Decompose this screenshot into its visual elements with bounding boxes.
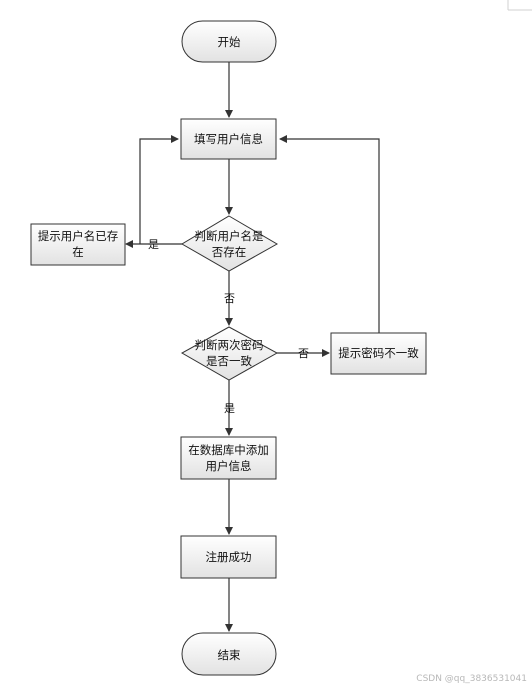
end-label: 结束 [218, 648, 241, 662]
edge-pwd-mismatch-back [279, 135, 380, 333]
username-exists-label-line1: 提示用户名已存 [38, 229, 119, 243]
edge-label-name-no: 否 [224, 292, 235, 305]
fill-info-box: 填写用户信息 [180, 118, 277, 160]
edge-label-name-yes: 是 [148, 238, 159, 251]
username-exists-label-line2: 在 [72, 245, 84, 259]
add-to-database-label-line2: 用户信息 [206, 459, 252, 473]
check-password-decision: 判断两次密码 是否一致 [180, 326, 279, 381]
check-password-label-line1: 判断两次密码 [195, 338, 264, 352]
edge-label-pwd-yes: 是 [224, 402, 235, 415]
add-to-database-box: 在数据库中添加 用户信息 [180, 436, 277, 480]
start-label: 开始 [218, 35, 241, 49]
start-terminal: 开始 [181, 20, 277, 63]
check-username-label-line2: 否存在 [212, 245, 247, 259]
watermark: CSDN @qq_3836531041 [416, 674, 527, 684]
edge-name-exists-back [139, 135, 179, 244]
check-username-label-line1: 判断用户名是 [195, 229, 264, 243]
register-success-label: 注册成功 [206, 550, 252, 564]
check-username-decision: 判断用户名是 否存在 [181, 215, 279, 272]
add-to-database-label-line1: 在数据库中添加 [188, 443, 269, 457]
edge-label-pwd-no: 否 [298, 347, 309, 360]
fill-info-label: 填写用户信息 [194, 132, 263, 146]
register-success-box: 注册成功 [180, 535, 277, 579]
check-password-label-line2: 是否一致 [206, 354, 252, 368]
password-mismatch-box: 提示密码不一致 [330, 332, 427, 375]
password-mismatch-label: 提示密码不一致 [338, 346, 419, 360]
username-exists-box: 提示用户名已存 在 [30, 223, 126, 266]
end-terminal: 结束 [181, 632, 277, 676]
